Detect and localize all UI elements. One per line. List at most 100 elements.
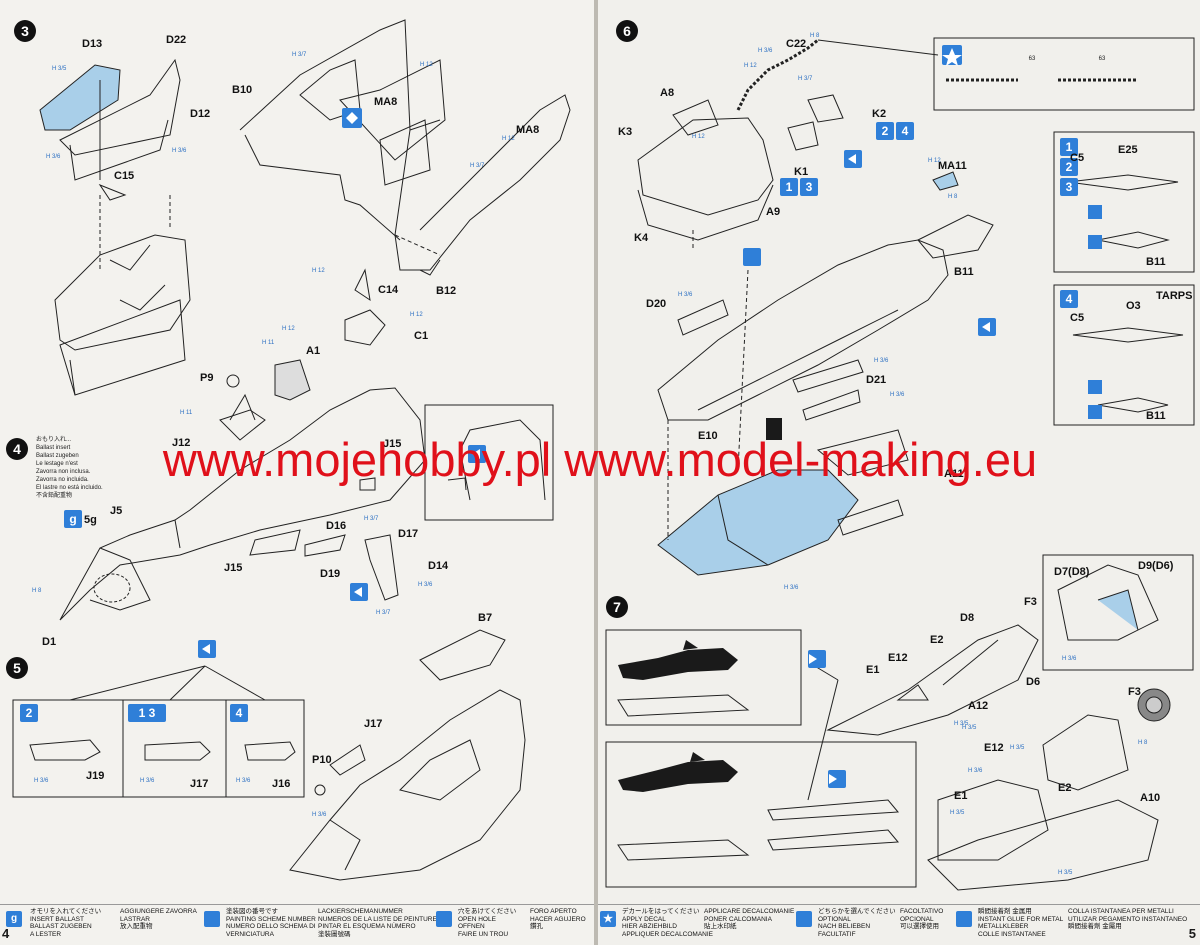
step-6-badge: 6 xyxy=(616,20,638,42)
scheme-1-symbol: 1 xyxy=(780,178,798,196)
part-label: B12 xyxy=(436,285,457,297)
paint-callout: H 3/7 xyxy=(798,76,813,82)
part-label: K4 xyxy=(634,232,649,244)
part-label: D7(D8) xyxy=(1054,566,1090,578)
watermark-text: www.mojehobby.pl www.model-making.eu xyxy=(162,433,1038,486)
paint-callout: H 3/6 xyxy=(890,392,905,398)
part-label: A9 xyxy=(766,206,781,218)
legend-text: COLLA ISTANTANEA PER METALLI UTILIZAR PE… xyxy=(1068,908,1188,930)
scheme-4-symbol: 4 xyxy=(1060,290,1078,308)
part-label: D21 xyxy=(866,374,887,386)
paint-callout: H 3/7 xyxy=(364,516,379,522)
right-instruction-page: 6 7 2 4 1 3 1 2 3 4 C22 A8 K2 K3 K1 A9 K… xyxy=(598,0,1200,945)
part-label: D9(D6) xyxy=(1138,560,1174,572)
part-label: A11 xyxy=(944,468,964,480)
part-label: C14 xyxy=(378,284,399,296)
left-instruction-page: 3 4 5 D13 D22 D12 C15 B10 MA8 MA8 B12 C1… xyxy=(0,0,594,945)
decal-number: 63 xyxy=(1028,56,1036,62)
decal-number: 63 xyxy=(1098,56,1106,62)
paint-callout: H 11 xyxy=(180,410,193,416)
scheme-4-symbol: 4 xyxy=(896,122,914,140)
part-label: D19 xyxy=(320,568,341,580)
paint-callout: H 8 xyxy=(948,194,958,200)
paint-callout: H 3/5 xyxy=(1010,745,1025,751)
part-label: D6 xyxy=(1026,676,1041,688)
paint-callout: H 3/6 xyxy=(236,778,251,784)
left-footer-legend: g オモリを入れてください INSERT BALLAST BALLAST ZUG… xyxy=(0,904,594,945)
paint-callout: H 3/6 xyxy=(46,154,61,160)
left-page-line-art xyxy=(12,19,571,881)
legend-text: デカールをはってください APPLY DECAL HIER ABZIEHBILD… xyxy=(622,908,714,938)
part-label: F3 xyxy=(1024,596,1037,608)
part-label: J17 xyxy=(364,718,383,730)
part-label: C5 xyxy=(1070,152,1085,164)
paint-callout: H 3/6 xyxy=(34,778,49,784)
part-label: B11 xyxy=(1146,410,1166,422)
part-label: J19 xyxy=(86,770,105,782)
part-label: J17 xyxy=(190,778,209,790)
part-label: MA8 xyxy=(516,124,540,136)
paint-callout: H 3/5 xyxy=(950,810,965,816)
paint-callout: H 3/5 xyxy=(52,66,67,72)
step-7-badge: 7 xyxy=(606,596,628,618)
paint-callout: H 3/6 xyxy=(1062,656,1077,662)
scheme-2-symbol: 2 xyxy=(876,122,894,140)
part-label: E12 xyxy=(984,742,1004,754)
part-label: P10 xyxy=(312,754,332,766)
right-footer-legend: ★ デカールをはってください APPLY DECAL HIER ABZIEHBI… xyxy=(598,904,1200,945)
paint-legend-icon xyxy=(204,911,220,927)
paint-callout: H 8 xyxy=(810,33,820,39)
part-label: MA11 xyxy=(938,160,967,172)
note-line: Zavorra no incluida. xyxy=(36,477,89,483)
scheme-4-symbol: 4 xyxy=(230,704,248,722)
ballast-symbol: g xyxy=(64,510,82,528)
paint-callout: H 3/6 xyxy=(678,292,693,298)
part-label: D1 xyxy=(42,636,57,648)
part-label: E2 xyxy=(930,634,944,646)
part-label: D22 xyxy=(166,34,187,46)
note-line: Ballast zugeben xyxy=(36,453,79,459)
part-label: D8 xyxy=(960,612,975,624)
page-gutter xyxy=(594,0,598,945)
part-label: D16 xyxy=(326,520,347,532)
part-label: C15 xyxy=(114,170,135,182)
paint-callout: H 12 xyxy=(410,312,423,318)
paint-callout: H 8 xyxy=(1138,740,1148,746)
note-line: Zavorra non inclusa. xyxy=(36,469,91,475)
part-label: J12 xyxy=(172,437,191,449)
metal-glue-legend-icon xyxy=(956,911,972,927)
step-5-badge: 5 xyxy=(6,657,28,679)
paint-callout: H 12 xyxy=(502,136,515,142)
part-label: K1 xyxy=(794,166,809,178)
star-decal-icon: ★ xyxy=(600,911,616,927)
right-page-line-art xyxy=(605,37,1195,891)
part-label: E12 xyxy=(888,652,908,664)
paint-callout: H 3/7 xyxy=(376,610,391,616)
paint-callout: H 3/5 xyxy=(954,721,969,727)
legend-text: FORO APERTO HACER AGUJERO 鑽孔 xyxy=(530,908,586,930)
scheme-3-symbol: 3 xyxy=(800,178,818,196)
part-label: C1 xyxy=(414,330,429,342)
legend-text: 穴をあけてください OPEN HOLE OFFNEN FAIRE UN TROU xyxy=(458,908,517,938)
optional-legend-icon xyxy=(796,911,812,927)
paint-callout: H 3/6 xyxy=(140,778,155,784)
scheme-2-symbol: 2 xyxy=(1060,158,1078,176)
part-label: TARPS xyxy=(1156,290,1193,302)
paint-callout: H 3/7 xyxy=(292,52,307,58)
page-number: 4 xyxy=(2,926,10,941)
weight-label: 5g xyxy=(84,514,97,526)
part-label: J15 xyxy=(383,438,402,450)
note-line: El lastre no está incluido. xyxy=(36,485,103,491)
paint-callout: H 3/6 xyxy=(784,585,799,591)
part-label: A10 xyxy=(1140,792,1161,804)
paint-callout: H 12 xyxy=(282,326,295,332)
part-label: A12 xyxy=(968,700,989,712)
part-label: MA8 xyxy=(374,96,398,108)
legend-text: AGGIUNGERE ZAVORRA LASTRAR 放入配重物 xyxy=(120,908,197,930)
part-label: D17 xyxy=(398,528,419,540)
part-label: D12 xyxy=(190,108,211,120)
scheme-1-3-symbol: 1 3 xyxy=(128,704,166,722)
part-label: B11 xyxy=(954,266,974,278)
paint-callout: H 3/6 xyxy=(758,48,773,54)
paint-callout: H 3/6 xyxy=(874,358,889,364)
